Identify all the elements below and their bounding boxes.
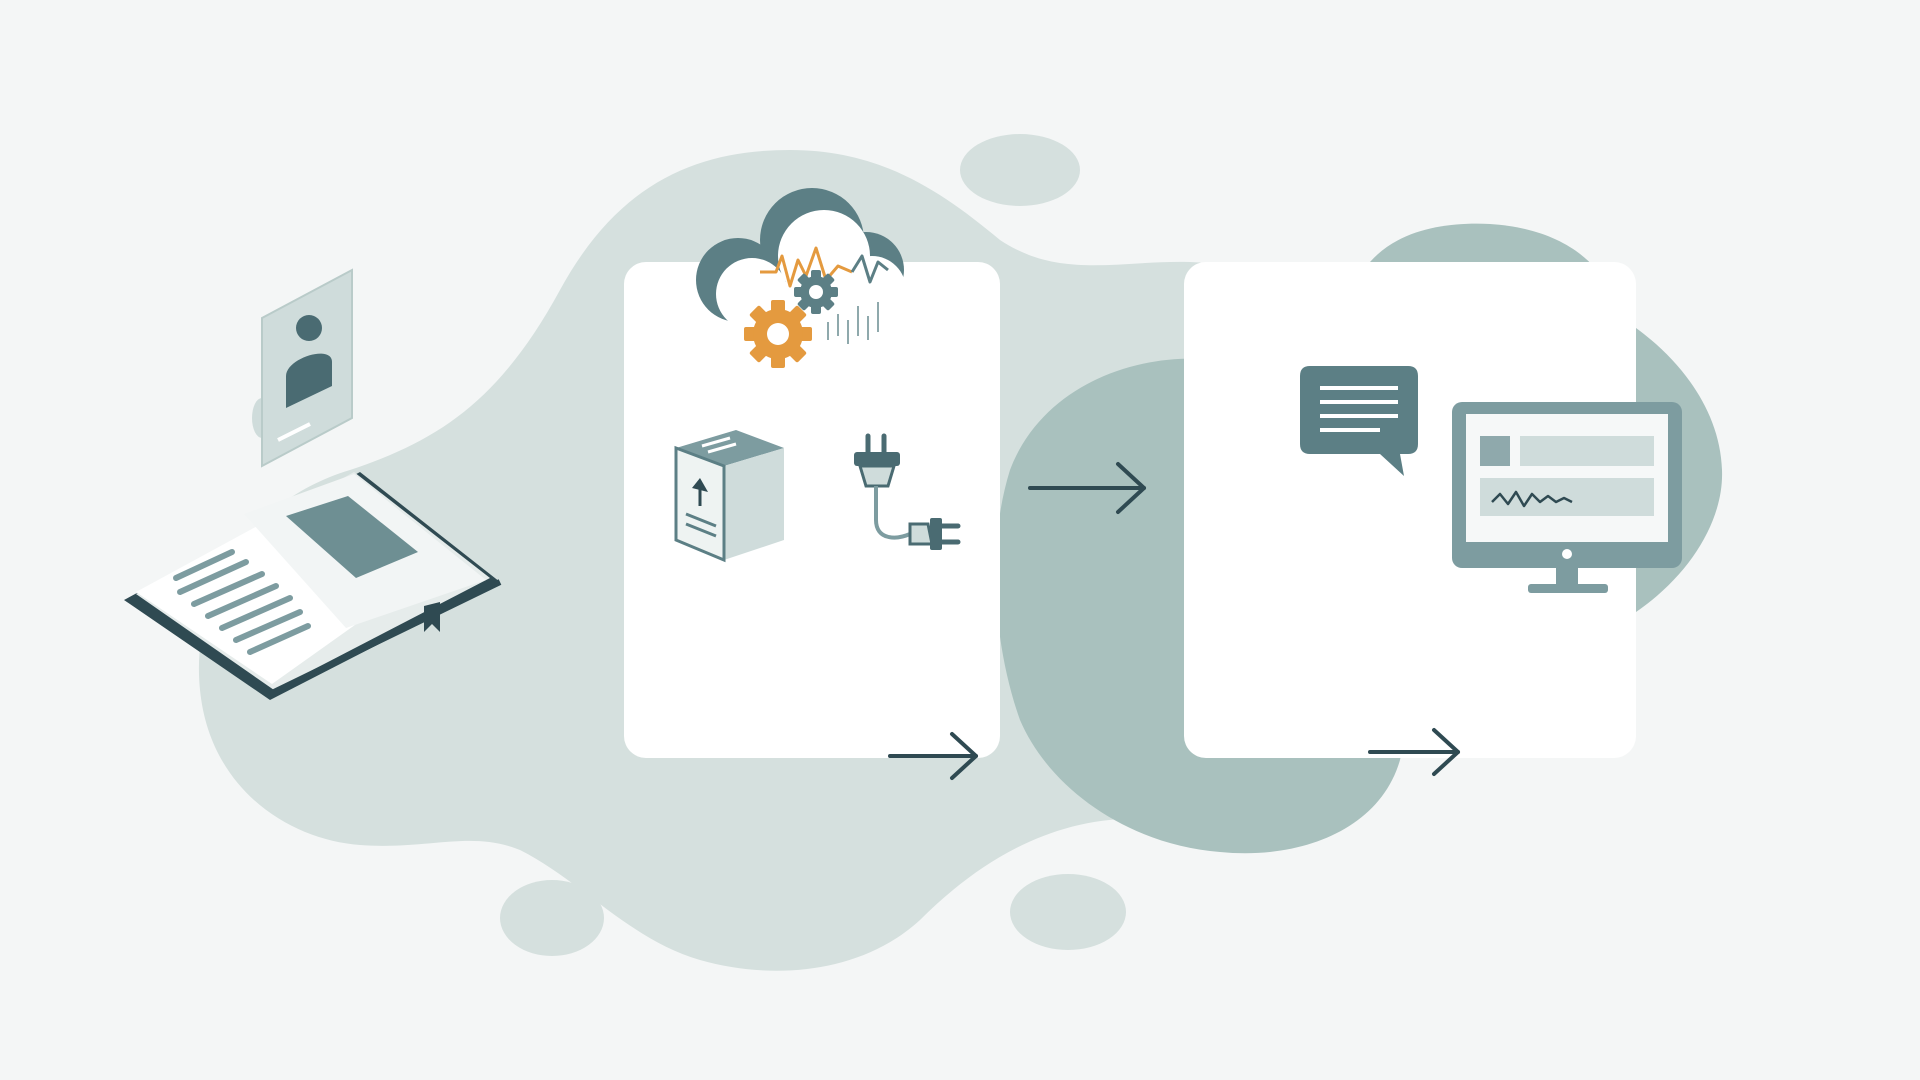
monitor-icon [1452, 402, 1682, 593]
output-stage [1300, 366, 1682, 593]
floating-blob-bottom-mid [1010, 874, 1126, 950]
processing-stage [674, 188, 961, 563]
signal-wave-icon [760, 246, 889, 344]
arrow-3 [1368, 728, 1460, 776]
connector-arrows [888, 462, 1460, 780]
package-box-icon [674, 430, 784, 563]
arrow-1 [1028, 462, 1146, 514]
source-documents-stage [124, 268, 502, 700]
processing-panel [624, 262, 1000, 758]
gear-icon [744, 270, 838, 368]
floating-blob-bottom-left [500, 880, 604, 956]
chat-bubble-icon [1300, 366, 1418, 476]
top-right-blob [1370, 223, 1595, 268]
output-panel [1184, 262, 1636, 758]
arrow-2 [888, 732, 978, 780]
profile-card-icon [252, 268, 353, 468]
floating-blob-top [960, 134, 1080, 206]
open-book-icon [124, 472, 502, 700]
plug-connector-icon [854, 433, 961, 550]
